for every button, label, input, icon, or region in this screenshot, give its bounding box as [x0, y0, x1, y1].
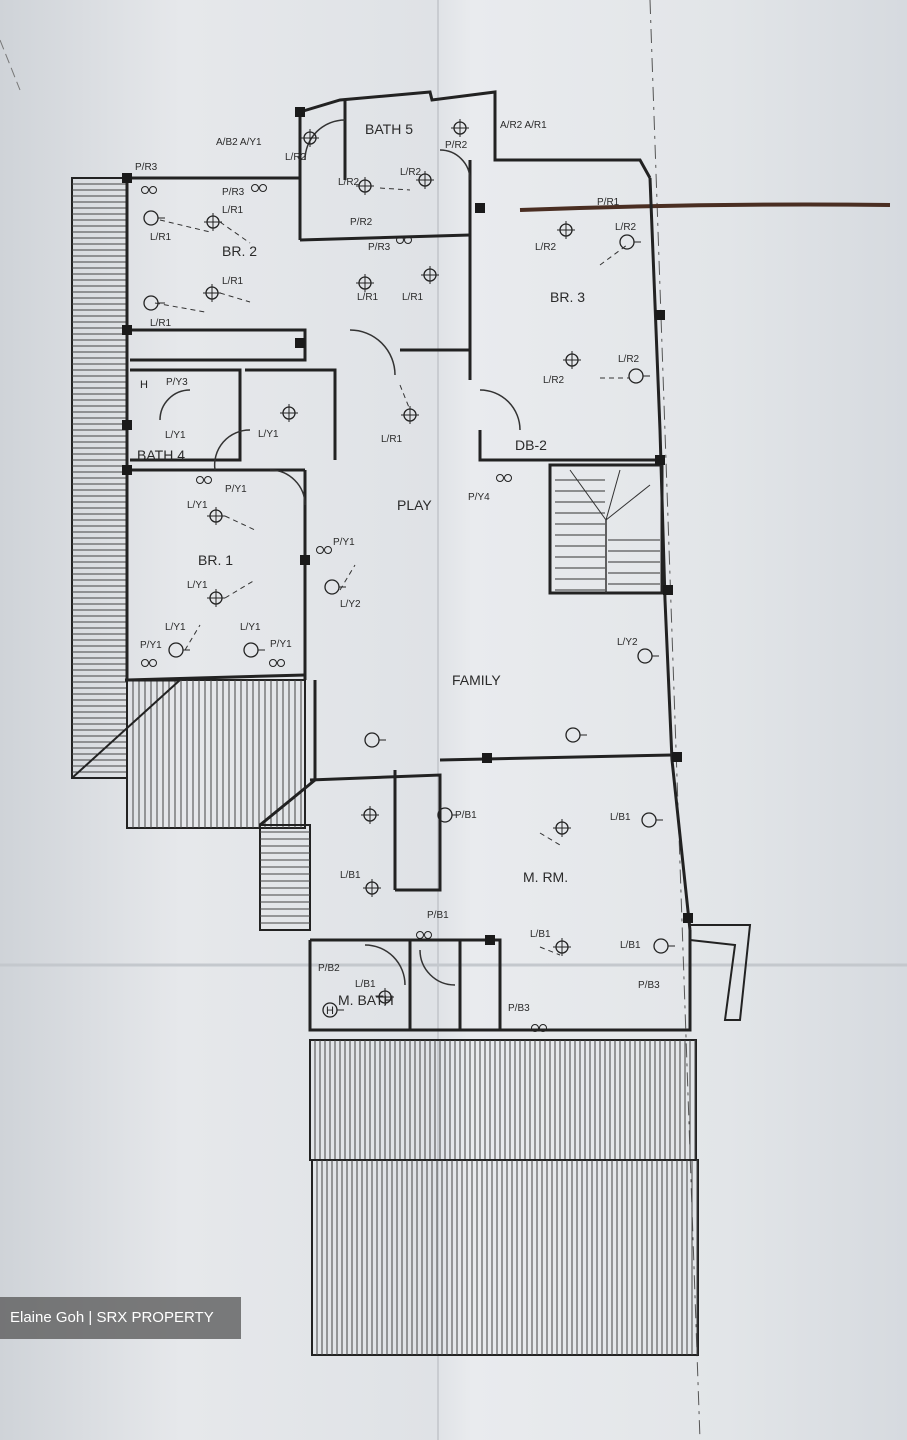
tag-ly2-b: L/Y2 — [617, 637, 638, 648]
room-label-bath5: BATH 5 — [365, 121, 413, 137]
tag-lr1-b: L/R1 — [150, 232, 172, 243]
tag-lr1-e: L/R1 — [357, 292, 379, 303]
tag-pr2: P/R2 — [445, 140, 468, 151]
tag-lb1-e: L/B1 — [355, 979, 376, 990]
tag-lr2-a: L/R2 — [285, 152, 307, 163]
tag-lr1-a: L/R1 — [222, 205, 244, 216]
watermark-caption: Elaine Goh | SRX PROPERTY — [0, 1297, 241, 1339]
staircase — [555, 469, 660, 593]
tag-lr1-g: L/R1 — [381, 434, 403, 445]
tag-ly1-a: L/Y1 — [165, 430, 186, 441]
room-label-br1: BR. 1 — [198, 552, 233, 568]
tag-pr1: P/R1 — [597, 197, 620, 208]
room-label-br2: BR. 2 — [222, 243, 257, 259]
tag-lr2-e: L/R2 — [615, 222, 637, 233]
tag-ly1-f: L/Y1 — [240, 622, 261, 633]
tag-pb1-b: P/B1 — [427, 910, 449, 921]
tag-py1-d: P/Y1 — [333, 537, 355, 548]
svg-text:H: H — [326, 1005, 334, 1017]
tag-pb2: P/B2 — [318, 963, 340, 974]
tag-lr2-b: L/R2 — [338, 177, 360, 188]
tag-pr3: P/R3 — [135, 162, 158, 173]
tag-lr1-f: L/R1 — [402, 292, 424, 303]
tag-py4: P/Y4 — [468, 492, 490, 503]
tag-lr1-c: L/R1 — [222, 276, 244, 287]
tag-lr2-c: L/R2 — [400, 167, 422, 178]
room-label-br3: BR. 3 — [550, 289, 585, 305]
room-label-mbath: M. BATH — [338, 992, 394, 1008]
room-label-play: PLAY — [397, 497, 432, 513]
light-fixtures: HH — [122, 107, 693, 1032]
tag-py3: P/Y3 — [166, 377, 188, 388]
tag-lr2-g: L/R2 — [618, 354, 640, 365]
room-label-bath4: BATH 4 — [137, 447, 185, 463]
room-label-family: FAMILY — [452, 672, 501, 688]
svg-text:H: H — [140, 379, 148, 391]
tag-lb1-c: L/B1 — [530, 929, 551, 940]
tag-pr3-c: P/R3 — [368, 242, 391, 253]
tag-py1-a: P/Y1 — [225, 484, 247, 495]
tag-pr3-b: P/R3 — [222, 187, 245, 198]
room-label-mrm: M. RM. — [523, 869, 568, 885]
tag-ly1-d: L/Y1 — [187, 580, 208, 591]
roof-hatch-left — [71, 177, 699, 1356]
tag-lr1-d: L/R1 — [150, 318, 172, 329]
tag-lb1-a: L/B1 — [340, 870, 361, 881]
tag-lr2-d: L/R2 — [535, 242, 557, 253]
tag-ly1-c: L/Y1 — [187, 500, 208, 511]
tag-pr2-b: P/R2 — [350, 217, 373, 228]
tag-ly1-e: L/Y1 — [165, 622, 186, 633]
tag-lb1-d: L/B1 — [620, 940, 641, 951]
tag-lr2-f: L/R2 — [543, 375, 565, 386]
tag-ly1-b: L/Y1 — [258, 429, 279, 440]
tag-pb3-a: P/B3 — [508, 1003, 530, 1014]
tag-py1-b: P/Y1 — [140, 640, 162, 651]
tag-ab2-ay1: A/B2 A/Y1 — [216, 137, 262, 148]
tag-py1-c: P/Y1 — [270, 639, 292, 650]
tag-pb3-b: P/B3 — [638, 980, 660, 991]
tag-ar2-ar1: A/R2 A/R1 — [500, 120, 547, 131]
tag-lb1-b: L/B1 — [610, 812, 631, 823]
tag-pb1-a: P/B1 — [455, 810, 477, 821]
room-label-db2: DB-2 — [515, 437, 547, 453]
tag-ly2-a: L/Y2 — [340, 599, 361, 610]
